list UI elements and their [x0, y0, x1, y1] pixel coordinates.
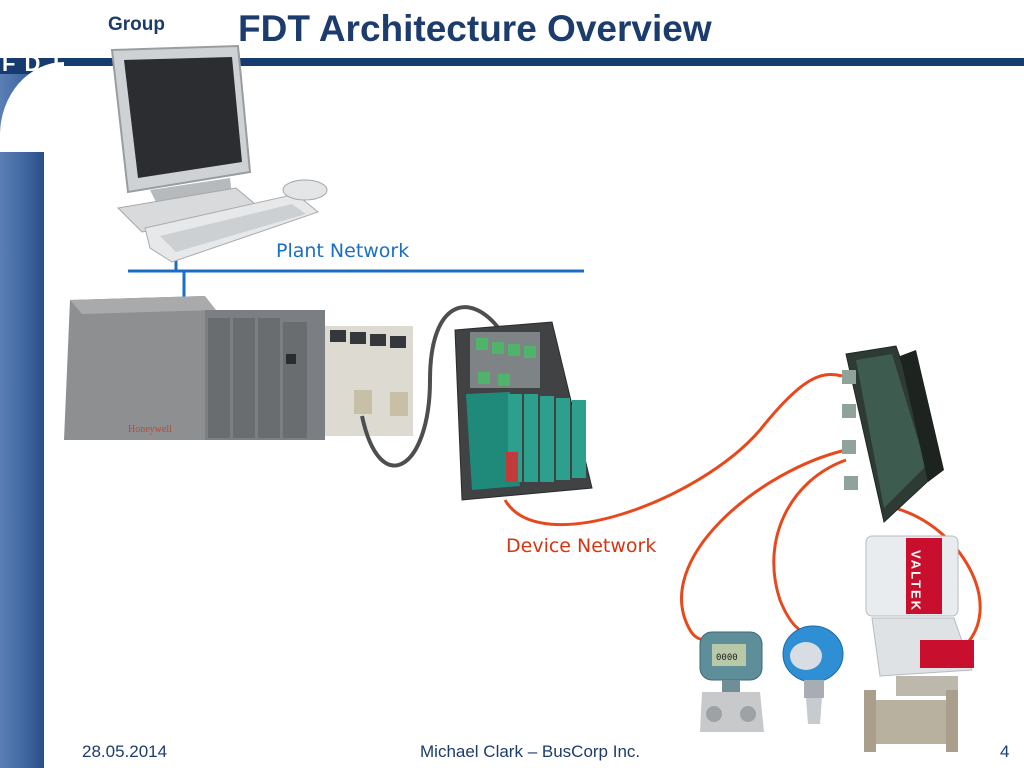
controller-to-io-cable — [360, 305, 502, 468]
brand-group-text: Group — [108, 14, 165, 35]
controller-rack-icon — [64, 296, 413, 440]
device-network-label: Device Network — [506, 535, 657, 557]
workstation-icon — [110, 44, 328, 263]
plant-network-label: Plant Network — [276, 240, 410, 262]
valve-brand-text: VALTEK — [909, 550, 924, 612]
device-cable-to-transmitter-1 — [680, 448, 847, 642]
device-cable-to-transmitter-2 — [772, 458, 847, 635]
pressure-transmitter-teal-icon — [699, 631, 764, 732]
pressure-transmitter-blue-icon — [782, 625, 844, 724]
slide-title: FDT Architecture Overview — [238, 8, 712, 49]
transmitter-display-text: 0000 — [716, 653, 738, 663]
page-number: 4 — [1000, 742, 1010, 761]
header-underline — [0, 58, 1024, 66]
device-cable-io-to-junction — [503, 372, 843, 526]
footer-author: Michael Clark – BusCorp Inc. — [420, 742, 641, 761]
footer-date: 28.05.2014 — [82, 742, 168, 761]
controller-brand-label: Honeywell — [128, 424, 172, 435]
remote-io-panel-icon — [454, 321, 593, 501]
field-junction-box-icon — [842, 345, 944, 523]
control-valve-icon — [864, 535, 974, 752]
fdt-logo: FDT — [2, 51, 72, 76]
